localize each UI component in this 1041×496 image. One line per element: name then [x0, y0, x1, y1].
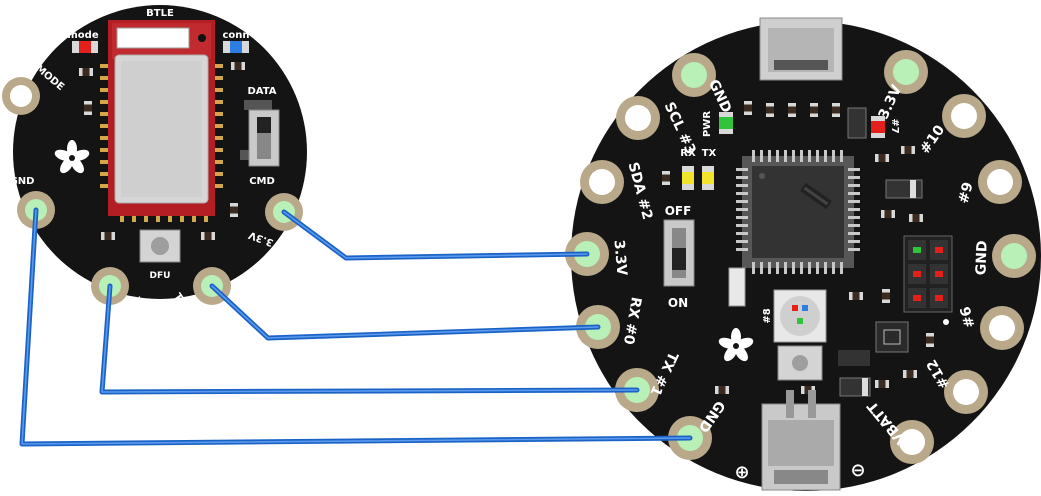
rx-led-label: RX — [680, 148, 696, 159]
wires — [19, 207, 693, 447]
flora-pin9-label: #9 — [956, 181, 977, 206]
on-label: ON — [668, 296, 688, 310]
battery-plus-symbol: ⊕ — [734, 462, 749, 483]
btle-label: BTLE — [146, 8, 174, 19]
wire-tx-to-rx0[interactable] — [209, 283, 601, 341]
ble-board: BTLE mode conn DATA CMD DFU MODE — [2, 5, 307, 314]
dfu-label: DFU — [150, 271, 171, 281]
flora-board: PWR #7 RX TX — [565, 17, 1041, 491]
pwr-label: PWR — [702, 111, 713, 137]
led-7-label: #7 — [889, 118, 900, 133]
neopixel-label: #8 — [762, 308, 773, 323]
module-sticker — [116, 27, 190, 49]
icsp-header — [903, 235, 953, 325]
wire-3v3[interactable] — [281, 209, 590, 261]
mcu-chip — [736, 150, 860, 274]
battery-connector[interactable] — [761, 390, 841, 491]
flora-pin6-label: #6 — [958, 305, 979, 330]
mode-led-label: mode — [67, 30, 98, 41]
conn-led-label: conn — [222, 30, 249, 41]
off-label: OFF — [665, 204, 692, 218]
battery-minus-symbol: ⊖ — [850, 460, 865, 481]
tx-led-label: TX — [702, 148, 717, 159]
cmd-label: CMD — [249, 176, 275, 187]
flora-3v3-left-label: 3.3V — [610, 239, 629, 276]
ble-gnd-label: GND — [10, 176, 35, 187]
data-label: DATA — [247, 86, 276, 97]
flora-gnd-right-label: GND — [973, 240, 990, 275]
